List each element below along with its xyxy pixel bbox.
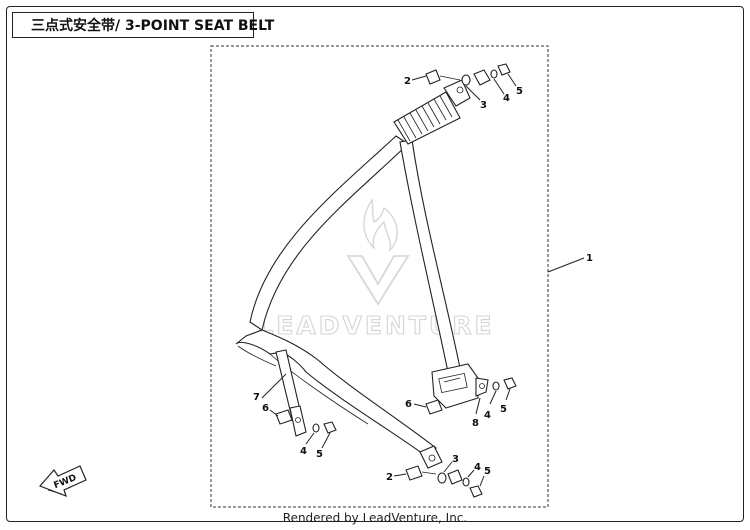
belt-webbing <box>235 135 461 457</box>
anchor-nut <box>323 421 337 434</box>
callout-buckle-bracket: 8 <box>472 418 479 429</box>
buckle-bolt <box>425 399 443 415</box>
footer-credit: Rendered by LeadVenture, Inc. <box>282 511 468 525</box>
buckle-assembly <box>431 363 489 409</box>
callout-1: 1 <box>586 253 593 264</box>
callout-buckle-bolt: 6 <box>405 399 412 410</box>
top-washer <box>461 74 471 86</box>
bottom-washer <box>437 472 447 484</box>
callout-bottom-washer: 3 <box>452 454 459 465</box>
buckle-body <box>431 363 479 409</box>
buckle-bracket <box>475 377 489 397</box>
anchor-spring-washer <box>312 423 320 433</box>
top-spring-washer <box>490 69 498 79</box>
callout-bottom-nut: 5 <box>484 466 491 477</box>
buckle-spring-washer <box>492 381 500 391</box>
bottom-bolt <box>405 465 423 481</box>
callout-buckle-nut: 5 <box>500 404 507 415</box>
assembly-boundary <box>210 45 549 508</box>
fwd-arrow-icon: FWD <box>38 465 87 498</box>
top-bolt <box>425 69 441 85</box>
top-nut <box>497 63 511 76</box>
top-fastener-set <box>425 63 511 86</box>
leader-line <box>547 257 585 273</box>
page-frame <box>6 6 744 522</box>
watermark-flame-icon <box>363 197 398 253</box>
callout-bottom-bolt: 2 <box>386 472 393 483</box>
callout-buckle-spring-washer: 4 <box>484 410 491 421</box>
callout-top-spring-washer: 4 <box>503 93 510 104</box>
bottom-anchor <box>419 445 443 469</box>
watermark-v-icon <box>346 255 410 306</box>
callout-anchor-bolt: 6 <box>262 403 269 414</box>
buckle-nut <box>503 377 517 390</box>
watermark-text: LEADVENTURE <box>257 311 494 340</box>
belt-guide-boot <box>393 79 471 145</box>
callout-top-washer: 3 <box>480 100 487 111</box>
callout-anchor-plate: 7 <box>253 392 260 403</box>
top-plate <box>473 69 491 86</box>
bottom-nut <box>469 485 483 498</box>
callout-anchor-nut: 5 <box>316 449 323 460</box>
bottom-plate <box>447 469 463 485</box>
bottom-spring-washer <box>462 477 470 487</box>
top-mount-bracket <box>443 79 471 107</box>
anchor-bolt <box>275 409 293 425</box>
anchor-plate <box>275 349 307 437</box>
callout-bottom-spring-washer: 4 <box>474 462 481 473</box>
callout-top-nut: 5 <box>516 86 523 97</box>
callout-top-bolt: 2 <box>404 76 411 87</box>
watermark: LEADVENTURE <box>257 197 494 341</box>
diagram-title: 三点式安全带/ 3-POINT SEAT BELT <box>12 12 274 38</box>
callout-anchor-spring-washer: 4 <box>300 446 307 457</box>
